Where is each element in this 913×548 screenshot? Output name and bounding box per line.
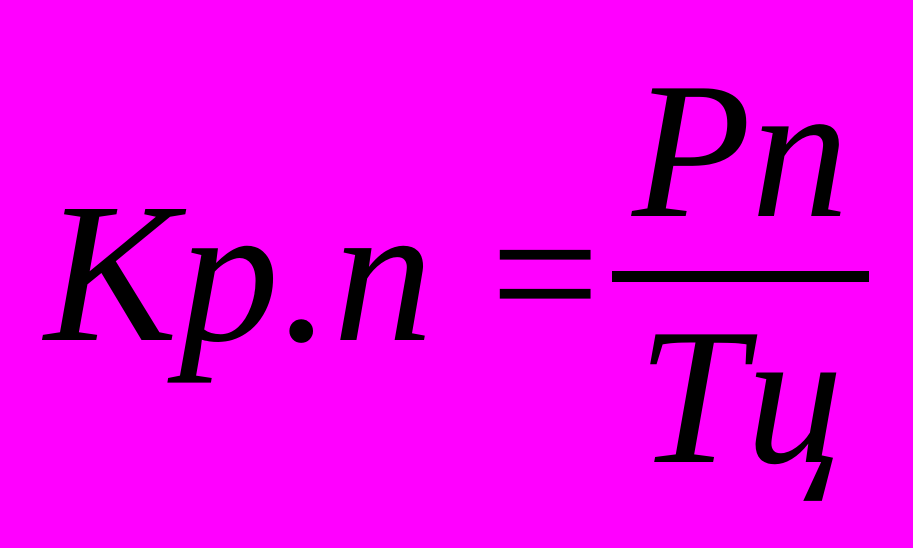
equation-lhs: Кр.п <box>44 163 436 384</box>
equals-sign: = <box>490 165 601 382</box>
fraction: Рп Тц <box>612 44 869 504</box>
fraction-numerator: Рп <box>632 43 849 259</box>
equation: Кр.п = Рп Тц <box>44 44 869 504</box>
fraction-denominator: Тц <box>637 288 844 505</box>
fraction-bar <box>612 270 869 282</box>
